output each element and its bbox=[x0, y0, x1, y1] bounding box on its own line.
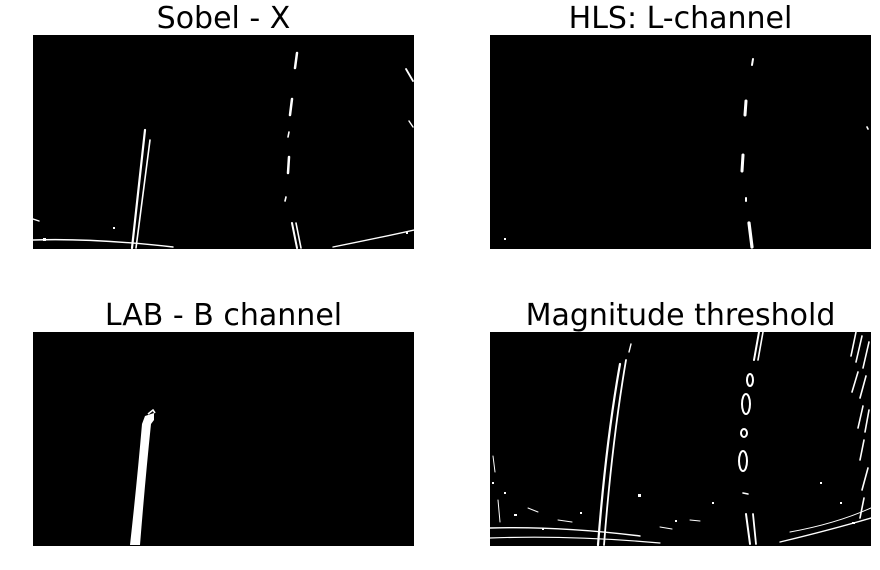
binary-image-lab-b-channel bbox=[33, 332, 414, 546]
binary-image-hls-l-channel bbox=[490, 35, 871, 249]
panel-lab-b-channel: LAB - B channel bbox=[33, 296, 414, 546]
binary-image-sobel-x bbox=[33, 35, 414, 249]
panel-title: Magnitude threshold bbox=[525, 298, 836, 333]
binary-image-magnitude-threshold bbox=[490, 332, 871, 546]
panel-title: LAB - B channel bbox=[104, 298, 343, 333]
panel-magnitude-threshold: Magnitude threshold bbox=[490, 296, 871, 546]
panel-sobel-x: Sobel - X bbox=[33, 0, 414, 249]
panel-hls-l-channel: HLS: L-channel bbox=[490, 0, 871, 249]
panel-title: Sobel - X bbox=[156, 1, 291, 36]
panel-title: HLS: L-channel bbox=[568, 1, 793, 36]
